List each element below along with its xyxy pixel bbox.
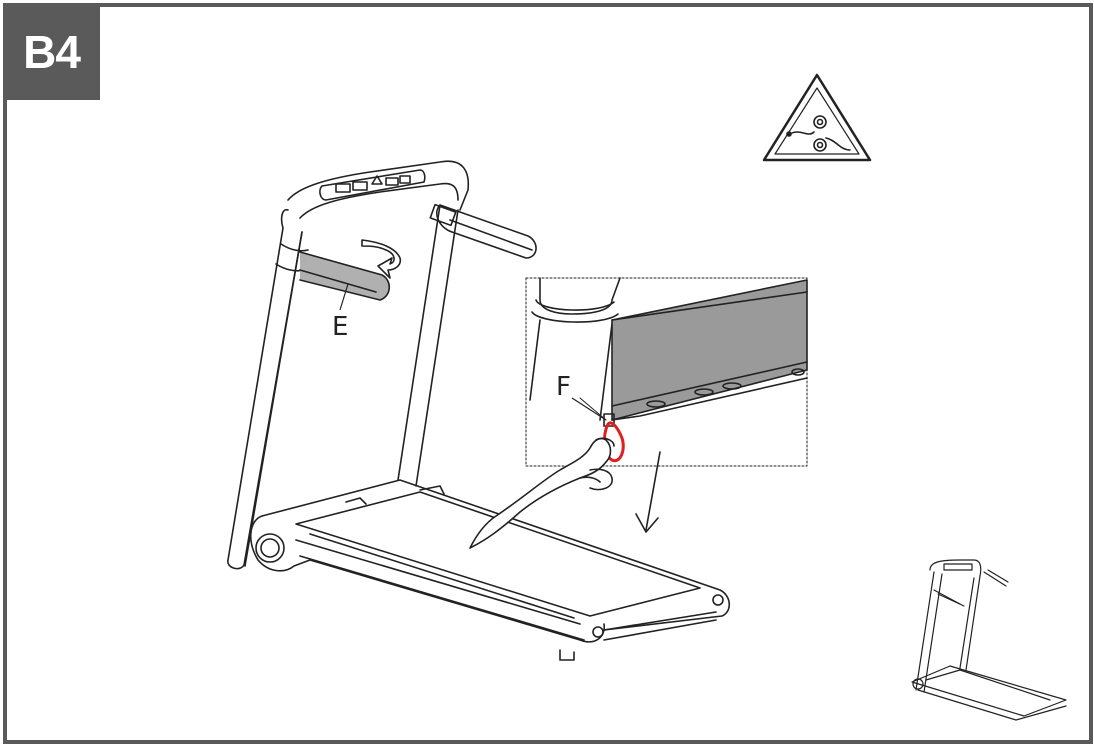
left-handlebar bbox=[299, 251, 391, 301]
label-e: E bbox=[332, 312, 348, 342]
hand-illustration bbox=[469, 437, 615, 549]
detail-inset bbox=[525, 277, 808, 467]
inset-detail bbox=[529, 277, 808, 427]
right-upright bbox=[397, 204, 459, 487]
pinch-hazard-warning-icon bbox=[762, 73, 872, 162]
treadmill-deck bbox=[250, 479, 731, 661]
small-treadmill-reference bbox=[911, 559, 1067, 721]
callout-line-e bbox=[339, 283, 349, 311]
console bbox=[287, 160, 470, 219]
label-f: F bbox=[556, 372, 571, 402]
diagram-frame bbox=[3, 3, 1093, 744]
rotation-arrow bbox=[361, 239, 402, 279]
right-handlebar bbox=[429, 203, 537, 259]
callout-line-f bbox=[571, 397, 607, 421]
pull-direction-arrow bbox=[635, 451, 661, 533]
step-badge: B4 bbox=[3, 3, 100, 100]
